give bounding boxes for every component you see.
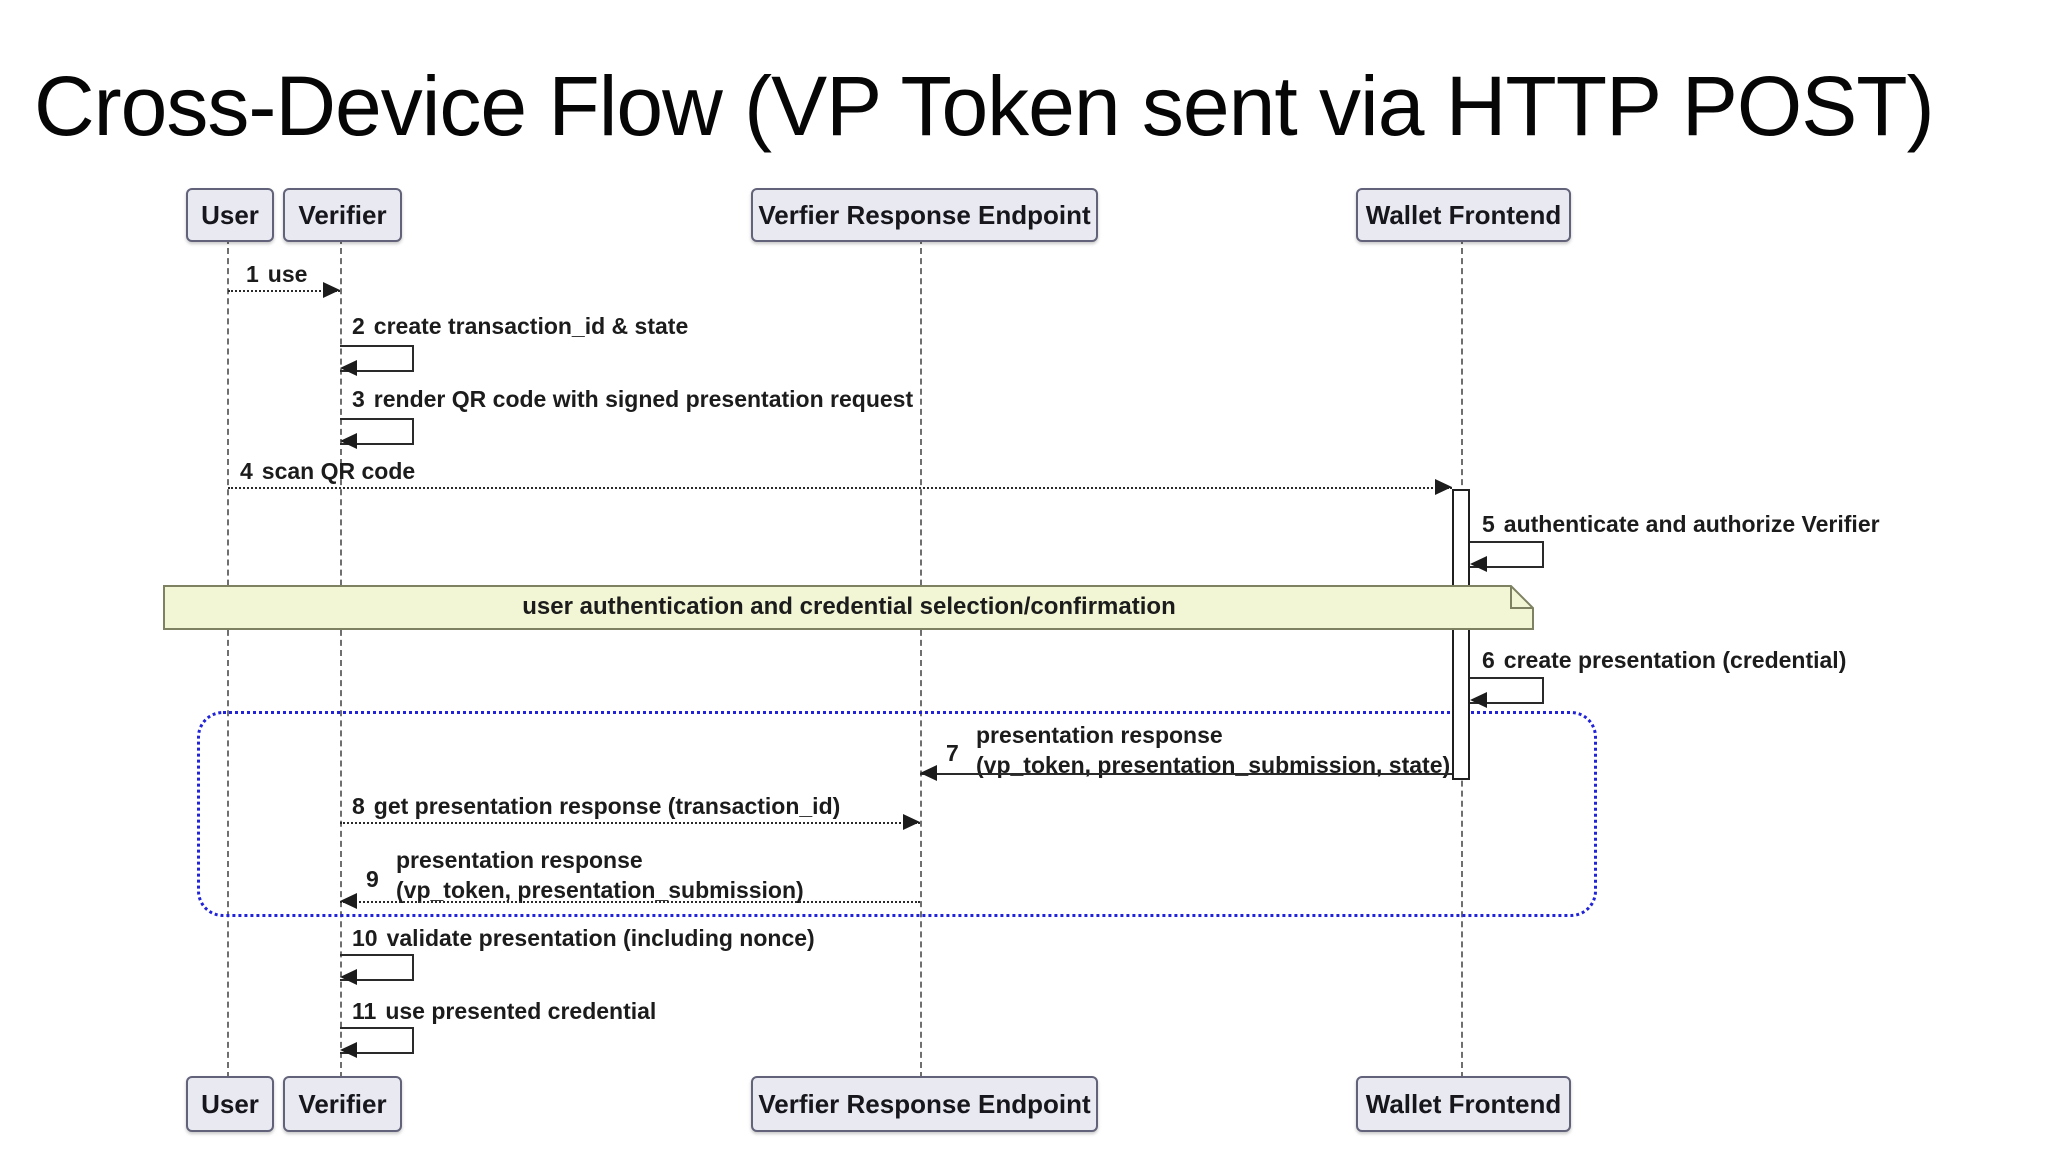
message-3-arrowhead-icon bbox=[340, 433, 357, 449]
participant-response-endpoint-top: Verfier Response Endpoint bbox=[751, 188, 1098, 242]
message-7-line1: presentation response bbox=[976, 722, 1223, 748]
participant-verifier-bottom: Verifier bbox=[283, 1076, 402, 1132]
message-2-arrowhead-icon bbox=[340, 360, 357, 376]
message-8-arrowhead-icon bbox=[903, 814, 920, 830]
lifeline-response-endpoint bbox=[920, 238, 922, 1078]
message-7-line bbox=[920, 773, 1452, 775]
message-6-arrowhead-icon bbox=[1470, 692, 1487, 708]
lifeline-verifier bbox=[340, 238, 342, 1078]
note-text: user authentication and credential selec… bbox=[522, 593, 1176, 620]
participant-user-bottom: User bbox=[186, 1076, 274, 1132]
message-10-self-loop bbox=[340, 954, 414, 981]
participant-response-endpoint-bottom: Verfier Response Endpoint bbox=[751, 1076, 1098, 1132]
message-9-line bbox=[340, 901, 920, 903]
note-shape bbox=[163, 585, 1534, 630]
message-7-number: 7 bbox=[946, 740, 959, 766]
http-post-highlight-frame bbox=[197, 711, 1597, 917]
message-1-line bbox=[228, 290, 340, 292]
message-5-self-loop bbox=[1470, 541, 1544, 568]
message-9-number: 9 bbox=[366, 866, 379, 892]
message-9-arrowhead-icon bbox=[340, 893, 357, 909]
note-user-authentication: user authentication and credential selec… bbox=[163, 585, 1535, 631]
message-7-arrowhead-icon bbox=[920, 765, 937, 781]
message-11-self-loop bbox=[340, 1027, 414, 1054]
message-9-line1: presentation response bbox=[396, 847, 643, 873]
message-10-arrowhead-icon bbox=[340, 969, 357, 985]
participant-user-top: User bbox=[186, 188, 274, 242]
activation-bar-wallet bbox=[1452, 489, 1470, 780]
message-2-self-loop bbox=[340, 345, 414, 372]
message-9-line2: (vp_token, presentation_submission) bbox=[396, 877, 804, 903]
participant-wallet-frontend-top: Wallet Frontend bbox=[1356, 188, 1571, 242]
message-3-self-loop bbox=[340, 418, 414, 445]
message-11-arrowhead-icon bbox=[340, 1042, 357, 1058]
message-4-line bbox=[228, 487, 1452, 489]
message-5-arrowhead-icon bbox=[1470, 556, 1487, 572]
diagram-title: Cross-Device Flow (VP Token sent via HTT… bbox=[34, 59, 1935, 153]
message-6-self-loop bbox=[1470, 677, 1544, 704]
message-8-line bbox=[340, 822, 920, 824]
participant-verifier-top: Verifier bbox=[283, 188, 402, 242]
message-1-arrowhead-icon bbox=[323, 282, 340, 298]
participant-wallet-frontend-bottom: Wallet Frontend bbox=[1356, 1076, 1571, 1132]
lifeline-user bbox=[227, 238, 229, 1078]
message-4-arrowhead-icon bbox=[1435, 479, 1452, 495]
